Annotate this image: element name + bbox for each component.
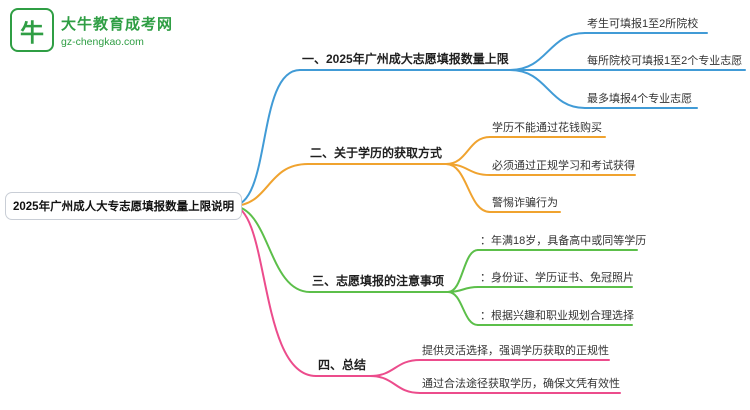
branch-2-leaf-2: 必须通过正规学习和考试获得 — [492, 160, 635, 172]
site-domain: gz-chengkao.com — [61, 35, 144, 48]
branch-3-leaf-3: ：根据兴趣和职业规划合理选择 — [480, 310, 634, 322]
mindmap-root-node: 2025年广州成人大专志愿填报数量上限说明 — [5, 192, 243, 220]
branch-4-leaf-2: 通过合法途径获取学历，确保文凭有效性 — [422, 378, 620, 390]
branch-1-label: 一、2025年广州成大志愿填报数量上限 — [302, 52, 509, 66]
branch-1-leaf-2: 每所院校可填报1至2个专业志愿 — [587, 55, 743, 67]
branch-1-leaf-1: 考生可填报1至2所院校 — [587, 18, 699, 30]
site-name: 大牛教育成考网 — [61, 15, 174, 33]
cow-icon: 牛 — [10, 8, 54, 52]
branch-4-label: 四、总结 — [318, 358, 367, 372]
branch-4-leaf-1: 提供灵活选择，强调学历获取的正规性 — [422, 345, 609, 357]
branch-2-leaf-1: 学历不能通过花钱购买 — [492, 122, 602, 134]
branch-1-leaf-3: 最多填报4个专业志愿 — [587, 93, 693, 105]
branch-2-leaf-3: 警惕诈骗行为 — [492, 197, 558, 209]
site-logo[interactable]: 牛 大牛教育成考网 gz-chengkao.com — [10, 8, 173, 52]
site-logo-text: 大牛教育成考网 gz-chengkao.com — [61, 13, 173, 48]
branch-3-leaf-2: ：身份证、学历证书、免冠照片 — [480, 272, 634, 284]
branch-3-leaf-1: ：年满18岁，具备高中或同等学历 — [480, 235, 647, 247]
branch-3-label: 三、志愿填报的注意事项 — [312, 274, 445, 288]
branch-2-label: 二、关于学历的获取方式 — [310, 146, 443, 160]
